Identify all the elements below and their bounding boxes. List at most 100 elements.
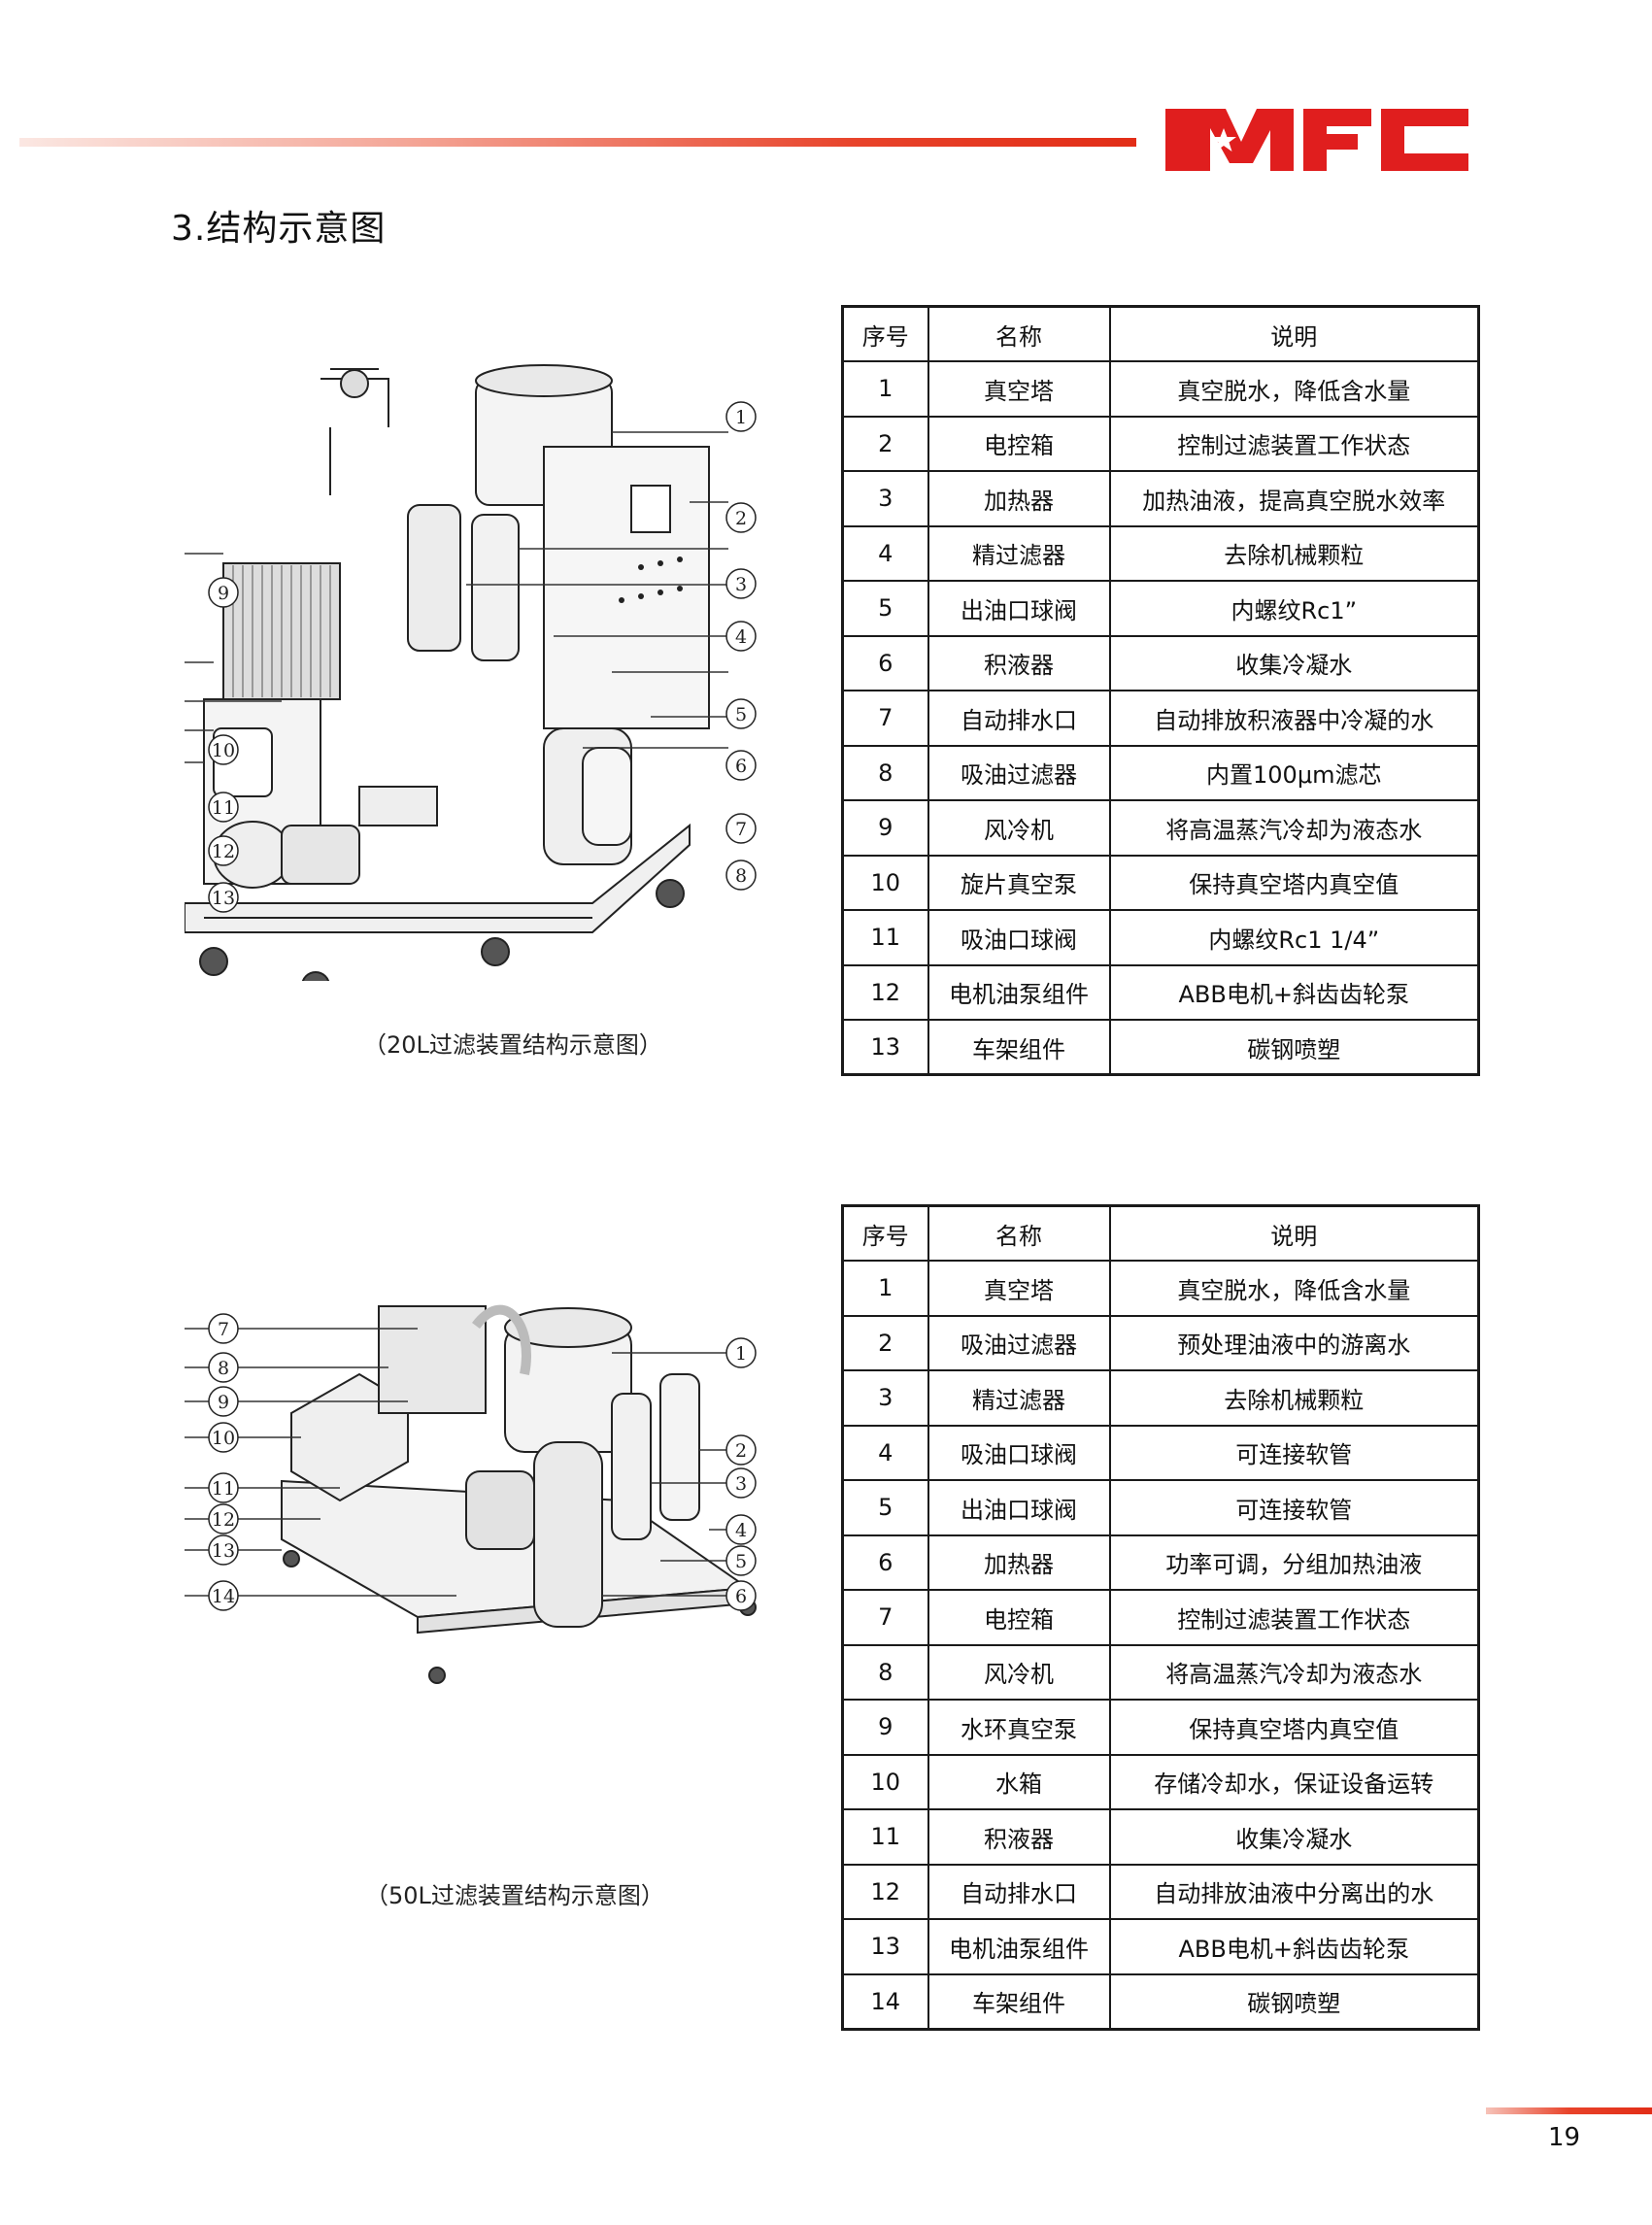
- cell-index: 9: [841, 1699, 929, 1756]
- callout-50l-3: 3: [725, 1467, 757, 1499]
- cell-index: 6: [841, 1534, 929, 1591]
- cell-name: 精过滤器: [927, 1369, 1111, 1427]
- svg-text:11: 11: [212, 1478, 235, 1500]
- cell-description: ABB电机+斜齿齿轮泵: [1108, 963, 1480, 1021]
- cell-name: 风冷机: [927, 1643, 1111, 1701]
- callout-20l-4: 4: [725, 621, 757, 652]
- cell-name: 电控箱: [927, 1589, 1111, 1646]
- cell-description: 碳钢喷塑: [1108, 1972, 1480, 2030]
- svg-text:8: 8: [735, 865, 747, 887]
- cell-index: 4: [841, 524, 929, 582]
- figure-50l-diagram: [185, 1304, 757, 1684]
- callout-20l-6: 6: [725, 750, 757, 781]
- callout-20l-10: 10: [208, 734, 239, 765]
- callout-20l-13: 13: [208, 882, 239, 913]
- cell-index: 11: [841, 909, 929, 966]
- cell-index: 1: [841, 1260, 929, 1317]
- cell-description: 收集冷凝水: [1108, 634, 1480, 691]
- cell-name: 风冷机: [927, 799, 1111, 857]
- cell-name: 旋片真空泵: [927, 854, 1111, 911]
- callout-50l-5: 5: [725, 1545, 757, 1576]
- cell-name: 吸油口球阀: [927, 1424, 1111, 1481]
- svg-text:12: 12: [212, 841, 235, 862]
- svg-text:2: 2: [735, 508, 747, 529]
- cell-name: 精过滤器: [927, 524, 1111, 582]
- svg-text:10: 10: [212, 740, 235, 761]
- table-header-row: 序号 名称 说明: [841, 1204, 1480, 1262]
- cell-description: 控制过滤装置工作状态: [1108, 415, 1480, 472]
- svg-text:6: 6: [735, 1586, 747, 1607]
- cell-index: 2: [841, 415, 929, 472]
- cell-description: 碳钢喷塑: [1108, 1019, 1480, 1076]
- cell-description: 控制过滤装置工作状态: [1108, 1589, 1480, 1646]
- callout-20l-8: 8: [725, 860, 757, 891]
- cell-description: 内置100μm滤芯: [1108, 744, 1480, 801]
- cell-description: 真空脱水，降低含水量: [1108, 1260, 1480, 1317]
- cell-index: 1: [841, 360, 929, 418]
- cell-index: 5: [841, 580, 929, 637]
- callout-20l-12: 12: [208, 835, 239, 866]
- cell-name: 水箱: [927, 1753, 1111, 1810]
- figure-20l-diagram: [185, 364, 728, 981]
- header-description: 说明: [1108, 1204, 1480, 1262]
- svg-text:1: 1: [735, 1343, 747, 1365]
- cell-index: 11: [841, 1808, 929, 1866]
- header-index: 序号: [841, 1204, 929, 1262]
- callout-50l-13: 13: [208, 1534, 239, 1566]
- figure-50l-callouts: 1 2 3 4 5 6 7 8 9 10 11 12 13 14: [208, 1313, 757, 1611]
- cell-description: 保持真空塔内真空值: [1108, 1699, 1480, 1756]
- figure-20l-callouts: 1 2 3 4 5 6 7 8 9 10 11 12 13: [208, 401, 757, 913]
- cell-name: 加热器: [927, 470, 1111, 527]
- cell-name: 自动排水口: [927, 690, 1111, 747]
- cell-name: 积液器: [927, 634, 1111, 691]
- figure-20l-caption: （20L过滤装置结构示意图）: [363, 1031, 662, 1059]
- page-number: 19: [1548, 2123, 1581, 2152]
- cell-description: 功率可调，分组加热油液: [1108, 1534, 1480, 1591]
- mfc-logo: [1165, 109, 1468, 171]
- cell-index: 2: [841, 1314, 929, 1371]
- svg-text:8: 8: [218, 1358, 229, 1379]
- cell-description: 保持真空塔内真空值: [1108, 854, 1480, 911]
- svg-text:6: 6: [735, 756, 747, 777]
- cell-name: 吸油口球阀: [927, 909, 1111, 966]
- callout-50l-1: 1: [725, 1337, 757, 1368]
- svg-text:9: 9: [218, 583, 229, 604]
- callout-50l-2: 2: [725, 1434, 757, 1466]
- cell-index: 12: [841, 1863, 929, 1920]
- svg-text:5: 5: [735, 704, 747, 725]
- cell-index: 5: [841, 1479, 929, 1536]
- cell-index: 12: [841, 963, 929, 1021]
- callout-50l-14: 14: [208, 1580, 239, 1611]
- svg-text:12: 12: [212, 1509, 235, 1531]
- cell-index: 4: [841, 1424, 929, 1481]
- cell-name: 车架组件: [927, 1019, 1111, 1076]
- cell-name: 电机油泵组件: [927, 1918, 1111, 1975]
- cell-description: 去除机械颗粒: [1108, 524, 1480, 582]
- svg-text:1: 1: [735, 407, 747, 428]
- callout-50l-6: 6: [725, 1580, 757, 1611]
- svg-text:13: 13: [212, 888, 235, 909]
- cell-name: 真空塔: [927, 360, 1111, 418]
- svg-text:9: 9: [218, 1392, 229, 1413]
- callout-20l-1: 1: [725, 401, 757, 432]
- table-header-row: 序号 名称 说明: [841, 305, 1480, 362]
- callout-20l-3: 3: [725, 568, 757, 599]
- callout-50l-7: 7: [208, 1313, 239, 1344]
- cell-index: 7: [841, 1589, 929, 1646]
